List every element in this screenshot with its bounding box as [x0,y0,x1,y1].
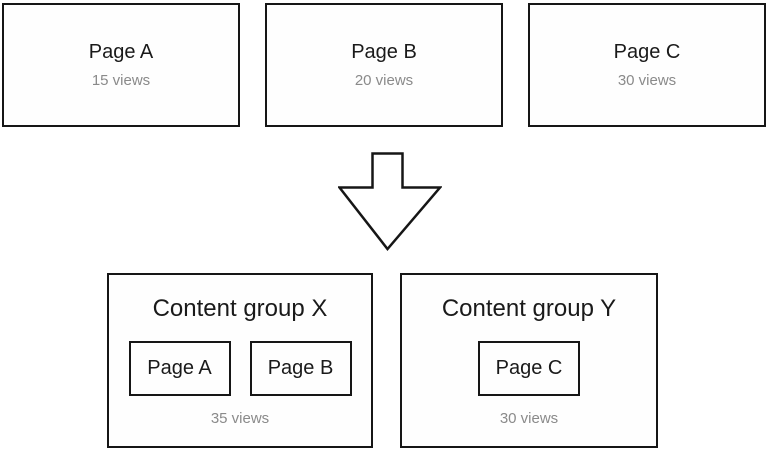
content-group-x-card: Content group X Page A Page B 35 views [107,273,373,448]
group-views: 30 views [499,410,559,427]
group-title: Content group Y [441,295,617,322]
page-title: Page B [351,41,417,63]
page-views: 30 views [617,72,677,89]
group-pages-row: Page A Page B [128,341,352,396]
source-pages-row: Page A 15 views Page B 20 views Page C 3… [2,3,766,127]
page-views: 15 views [91,72,151,89]
page-title: Page C [613,41,681,63]
inner-page-box-a: Page A [128,341,231,396]
inner-page-box-c: Page C [478,341,580,396]
group-views: 35 views [210,410,270,427]
page-card-a: Page A 15 views [2,3,240,127]
inner-page-box-b: Page B [249,341,352,396]
page-card-c: Page C 30 views [528,3,766,127]
page-card-b: Page B 20 views [265,3,503,127]
group-title: Content group X [152,295,328,322]
page-title: Page A [88,41,154,63]
group-pages-row: Page C [478,341,580,396]
down-arrow-icon [336,152,443,251]
page-views: 20 views [354,72,414,89]
content-groups-row: Content group X Page A Page B 35 views C… [107,273,658,448]
content-group-y-card: Content group Y Page C 30 views [400,273,658,448]
